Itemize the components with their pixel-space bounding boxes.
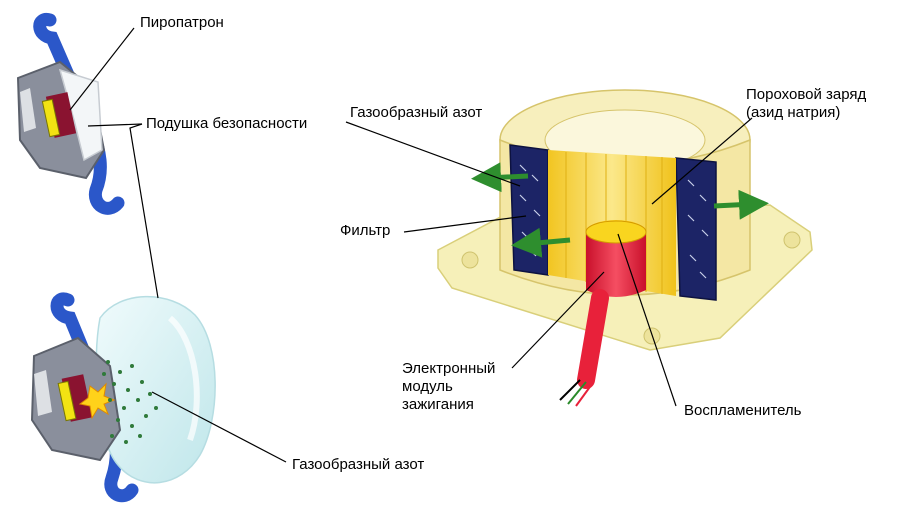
gas-generator-cutaway — [437, 89, 813, 407]
gas-flow-arrows — [471, 162, 769, 258]
label-igniter: Воспламенитель — [684, 402, 802, 419]
label-filter: Фильтр — [340, 222, 391, 239]
label-ignition-module: Электронный модуль зажигания — [402, 360, 496, 413]
igniter — [586, 232, 646, 297]
label-pyro-cartridge: Пиропатрон — [140, 14, 224, 31]
steering-module-deployed — [30, 292, 216, 503]
label-powder-charge: Пороховой заряд (азид натрия) — [746, 86, 867, 121]
label-airbag: Подушка безопасности — [146, 115, 308, 132]
steering-module-closed — [16, 13, 125, 215]
filter-left — [509, 144, 549, 276]
filter-right — [675, 157, 717, 301]
label-nitrogen-gas-top: Газообразный азот — [350, 104, 483, 121]
leader-lines — [69, 27, 753, 463]
label-nitrogen-gas-bottom: Газообразный азот — [292, 456, 425, 473]
explosion-icon — [78, 382, 116, 420]
gas-particles — [102, 360, 158, 444]
